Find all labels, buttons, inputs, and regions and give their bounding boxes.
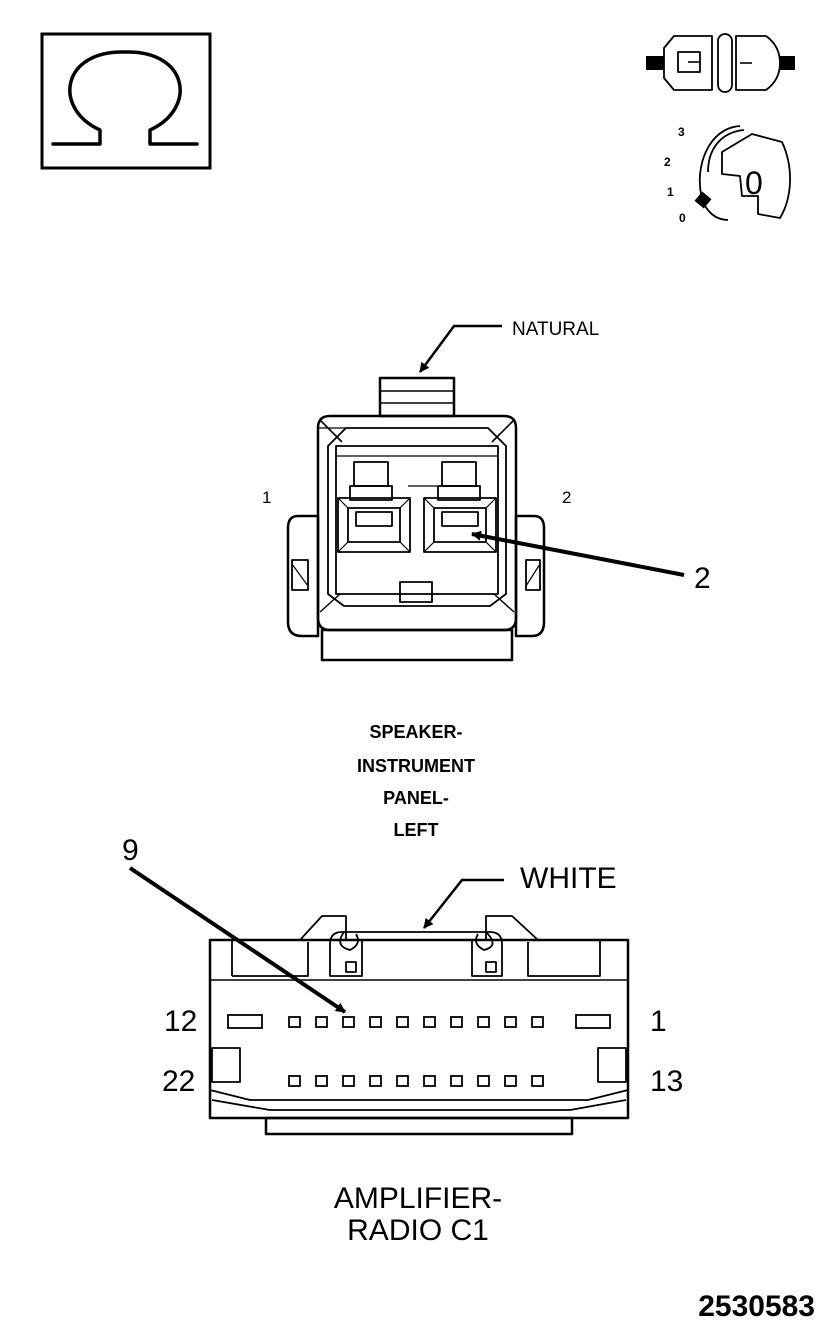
pin-cavity <box>531 1075 544 1087</box>
bottom-connector-name: AMPLIFIER- RADIO C1 <box>334 1182 502 1247</box>
pin-cavity <box>504 1016 517 1028</box>
top-connector-name-line-4: LEFT <box>394 820 439 840</box>
pin-cavity <box>315 1075 328 1087</box>
pin-cavity <box>288 1075 301 1087</box>
top-connector-name-line-2: INSTRUMENT <box>357 756 475 776</box>
bottom-connector-callout: 9 <box>122 834 139 867</box>
pin-cavity <box>227 1014 263 1029</box>
ignition-position-1: 1 <box>667 185 674 199</box>
pin-cavity <box>477 1075 490 1087</box>
pin-cavity <box>423 1075 436 1087</box>
bottom-connector-name-line-2: RADIO C1 <box>347 1214 489 1247</box>
top-connector-color-label: NATURAL <box>512 319 599 340</box>
top-connector-pin-2-label: 2 <box>562 488 571 507</box>
bottom-connector-pin-12-label: 12 <box>164 1005 197 1038</box>
pin-cavity <box>450 1075 463 1087</box>
ignition-key-value: 0 <box>745 165 763 201</box>
top-connector-name: SPEAKER- INSTRUMENT PANEL- LEFT <box>357 722 475 840</box>
speaker-connector <box>286 324 685 662</box>
pin-cavity <box>504 1075 517 1087</box>
omega-icon <box>40 32 212 170</box>
pin-cavity <box>450 1016 463 1028</box>
amplifier-pin-row-bottom <box>288 1075 544 1087</box>
bottom-connector-color-label: WHITE <box>520 862 617 895</box>
top-connector-name-line-1: SPEAKER- <box>369 722 462 742</box>
bottom-connector-pin-13-label: 13 <box>650 1065 683 1098</box>
pin-cavity <box>342 1075 355 1087</box>
ignition-position-2: 2 <box>664 155 671 169</box>
pin-cavity <box>315 1016 328 1028</box>
pin-cavity <box>369 1016 382 1028</box>
bottom-connector-name-line-1: AMPLIFIER- <box>334 1182 502 1215</box>
connector-disconnect-icon <box>646 33 795 93</box>
pin-cavity <box>396 1016 409 1028</box>
bottom-connector-pin-1-label: 1 <box>650 1005 667 1038</box>
pin-cavity <box>396 1075 409 1087</box>
ignition-position-0: 0 <box>679 211 686 225</box>
bottom-connector-pin-22-label: 22 <box>162 1065 195 1098</box>
figure-number: 2530583 <box>698 1290 815 1323</box>
pin-cavity <box>342 1016 355 1028</box>
pin-cavity <box>423 1016 436 1028</box>
pin-cavity <box>288 1016 301 1028</box>
pin-cavity <box>369 1075 382 1087</box>
top-connector-pin-1-label: 1 <box>262 488 271 507</box>
pin-cavity <box>575 1014 611 1029</box>
top-connector-callout: 2 <box>694 562 711 595</box>
amplifier-pin-row-top <box>227 1014 611 1029</box>
ignition-position-3: 3 <box>678 125 685 139</box>
pin-cavity <box>531 1016 544 1028</box>
ignition-key-icon: 3 2 1 0 0 <box>664 125 791 225</box>
top-connector-name-line-3: PANEL- <box>383 788 449 808</box>
pin-cavity <box>477 1016 490 1028</box>
amplifier-connector <box>128 866 630 1136</box>
